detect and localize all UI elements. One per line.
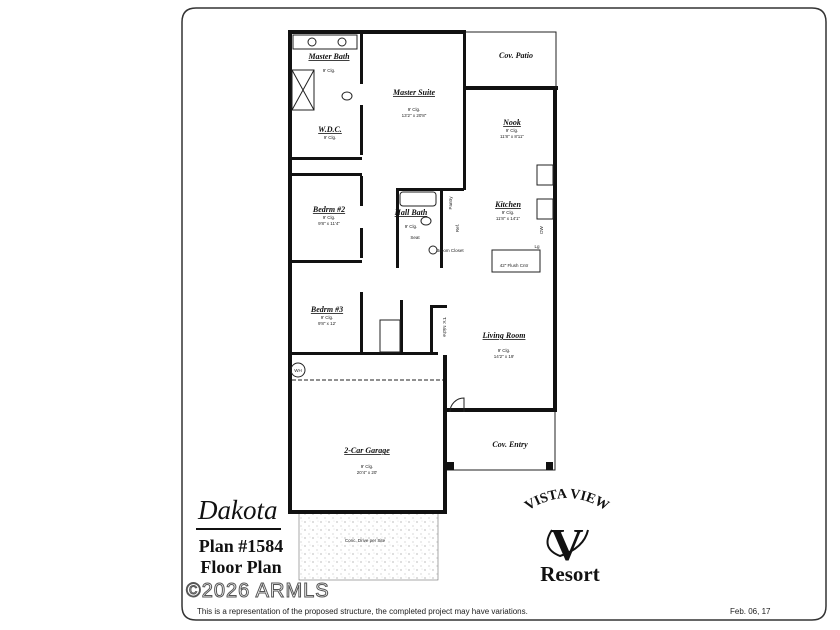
room-cov-entry: Cov. Entry xyxy=(492,440,528,449)
fixtures xyxy=(290,34,554,413)
driveway-label: Conc. Drive per Site xyxy=(345,538,386,543)
page-frame xyxy=(181,7,827,621)
room-nook: Nook 9' Clg. 11'8" x 8'11" xyxy=(500,118,524,139)
plan-type: Floor Plan xyxy=(200,557,282,577)
room-wdc: W.D.C. 9' Clg. xyxy=(318,125,342,140)
room-ceiling: 9' Clg. xyxy=(408,107,421,112)
room-name: Cov. Patio xyxy=(499,51,533,60)
room-size: 11'8" x 8'11" xyxy=(500,134,524,139)
room-size: 9'8" x 11'4" xyxy=(318,221,340,226)
room-kitchen: Kitchen 9' Clg. 11'8" x 14'1" DW Lg 42" … xyxy=(494,200,544,268)
room-name: Bedrm #3 xyxy=(310,305,343,314)
room-ceiling: 9' Clg. xyxy=(321,315,334,320)
room-ceiling: 9' Clg. xyxy=(405,224,418,229)
room-cov-patio: Cov. Patio xyxy=(499,51,533,60)
plan-number-block: Plan #1584 Floor Plan xyxy=(196,536,286,578)
dishwasher-label: DW xyxy=(539,226,544,234)
room-size: 11'8" x 14'1" xyxy=(496,216,521,221)
room-master-suite: Master Suite 9' Clg. 13'2" x 20'8" xyxy=(392,88,435,118)
room-size: 9'8" x 12' xyxy=(318,321,336,326)
room-bedrm-2: Bedrm #2 9' Clg. 9'8" x 11'4" xyxy=(312,205,345,226)
room-broom-closet: Broom Closet xyxy=(436,248,464,253)
plan-number: Plan #1584 xyxy=(198,536,284,556)
room-size: 14'2" x 19' xyxy=(494,354,515,359)
room-garage: 2-Car Garage 9' Clg. 20'4" x 20' xyxy=(343,446,390,475)
bar-label: 42" Flush Cntr xyxy=(500,263,529,268)
room-name: Nook xyxy=(502,118,521,127)
room-ceiling: 9' Clg. xyxy=(361,464,374,469)
patio-outline xyxy=(466,31,557,88)
room-size: 13'2" x 20'8" xyxy=(402,113,427,118)
logo-monogram: V xyxy=(550,519,583,570)
room-name: Master Bath xyxy=(307,52,350,61)
entry-post xyxy=(546,462,553,470)
room-name: Bedrm #2 xyxy=(312,205,345,214)
disclaimer: This is a representation of the proposed… xyxy=(197,607,528,616)
plan-name: Dakota xyxy=(196,495,282,530)
water-heater: WH xyxy=(294,368,302,373)
room-ceiling: 9' Clg. xyxy=(323,215,336,220)
room-master-bath: Master Bath 9' Clg. xyxy=(307,52,350,73)
logo-arc-text: VISTA VIEW xyxy=(522,487,611,514)
room-living: Living Room 9' Clg. 14'2" x 19' xyxy=(482,331,526,359)
plan-date: Feb. 06, 17 xyxy=(730,607,771,616)
room-size: 20'4" x 20' xyxy=(357,470,378,475)
vista-view-logo: VISTA VIEW V xyxy=(522,487,611,570)
room-ceiling: 9' Clg. xyxy=(498,348,511,353)
room-ref: Ref. xyxy=(455,224,460,232)
entry-post xyxy=(447,462,454,470)
logo-resort-text: Resort xyxy=(540,562,600,586)
room-name: Kitchen xyxy=(494,200,521,209)
room-name: 2-Car Garage xyxy=(343,446,390,455)
entry-outline xyxy=(447,412,556,471)
watermark: ©2026 ARMLS xyxy=(186,580,330,603)
seat-label: Seat xyxy=(410,235,420,240)
tv-niche: T.V. Niche xyxy=(442,317,447,338)
room-name: Master Suite xyxy=(392,88,435,97)
room-name: Living Room xyxy=(482,331,526,340)
interior-walls xyxy=(292,34,464,354)
room-pantry: Pantry xyxy=(448,196,453,210)
lg-label: Lg xyxy=(534,244,540,249)
room-ceiling: 9' Clg. xyxy=(506,128,519,133)
room-bedrm-3: Bedrm #3 9' Clg. 9'8" x 12' xyxy=(310,305,343,326)
room-ceiling: 9' Clg. xyxy=(502,210,515,215)
driveway xyxy=(298,511,439,581)
room-ceiling: 9' Clg. xyxy=(324,135,337,140)
room-ceiling: 9' Clg. xyxy=(323,68,336,73)
room-name: Hall Bath xyxy=(394,208,428,217)
room-hall-bath: Hall Bath 9' Clg. Seat xyxy=(394,208,428,240)
room-name: W.D.C. xyxy=(318,125,342,134)
